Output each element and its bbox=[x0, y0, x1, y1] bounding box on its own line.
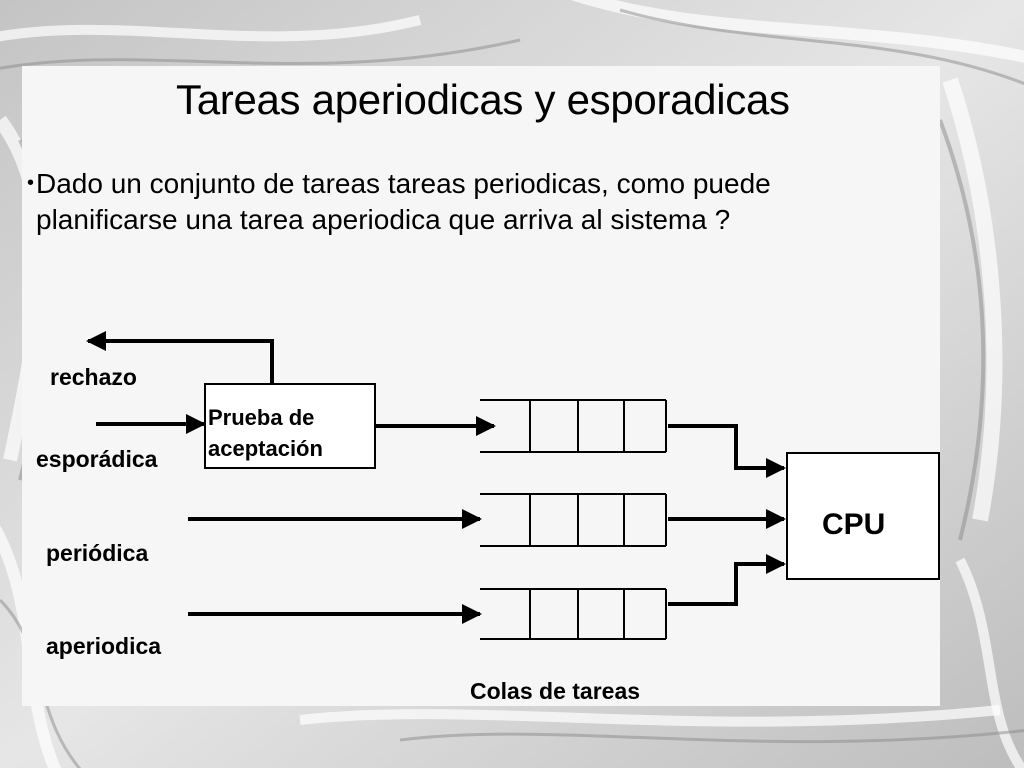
acceptance-test-line-1: Prueba de bbox=[208, 405, 315, 430]
label-rechazo: rechazo bbox=[50, 364, 137, 390]
cpu-label: CPU bbox=[822, 508, 886, 541]
label-periodica: periódica bbox=[46, 540, 149, 566]
bullet-text: •Dado un conjunto de tareas tareas perio… bbox=[27, 165, 947, 238]
slide-panel bbox=[22, 66, 940, 706]
label-task-queues: Colas de tareas bbox=[470, 678, 641, 704]
acceptance-test-box: Prueba de aceptación bbox=[204, 383, 376, 469]
label-esporadica: esporádica bbox=[36, 446, 158, 472]
page-title: Tareas aperiodicas y esporadicas bbox=[176, 76, 790, 123]
bullet-dot: • bbox=[27, 172, 35, 194]
cpu-box: CPU bbox=[786, 452, 940, 580]
bullet-line-1: Dado un conjunto de tareas tareas period… bbox=[36, 168, 771, 199]
label-aperiodica: aperiodica bbox=[46, 633, 162, 659]
acceptance-test-line-2: aceptación bbox=[208, 436, 323, 461]
bullet-line-2: planificarse una tarea aperiodica que ar… bbox=[36, 204, 731, 235]
